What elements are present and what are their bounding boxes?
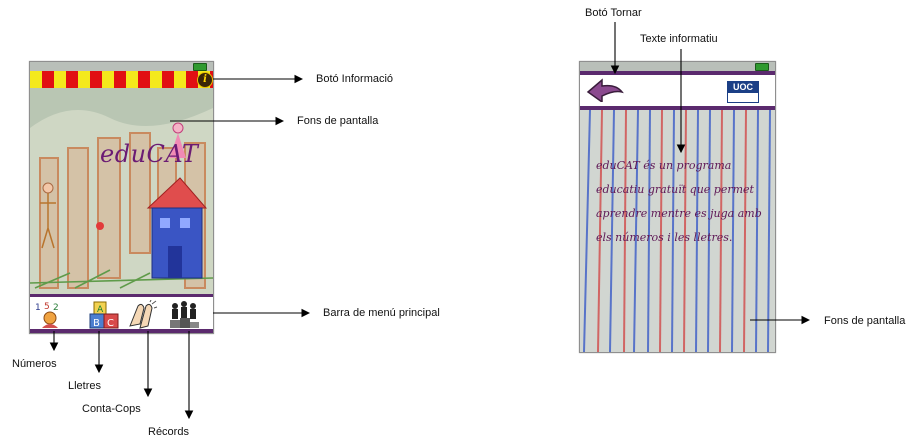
- label-numeros: Números: [12, 358, 57, 370]
- numbers-icon[interactable]: 1 5 2: [34, 300, 66, 330]
- label-lletres: Lletres: [68, 380, 102, 392]
- svg-text:B: B: [93, 318, 100, 329]
- info-button[interactable]: i: [197, 72, 213, 88]
- battery-icon: [193, 63, 207, 71]
- letters-icon[interactable]: A B C: [88, 300, 120, 330]
- label-boto-informacio: Botó Informació: [316, 73, 394, 85]
- info-top-bar: UOC: [580, 71, 775, 110]
- label-texte-informatiu: Texte informatiu: [640, 33, 718, 45]
- battery-icon: [755, 63, 769, 71]
- label-boto-tornar: Botó Tornar: [585, 7, 642, 19]
- main-menu-bar: 1 5 2 A B C: [30, 294, 213, 333]
- label-conta-cops: Conta-Cops: [82, 403, 141, 415]
- label-records: Récords: [148, 426, 189, 438]
- records-icon[interactable]: [168, 300, 200, 330]
- status-bar: [580, 62, 775, 71]
- back-button[interactable]: [586, 78, 626, 102]
- uoc-logo: UOC: [727, 81, 759, 103]
- clap-icon[interactable]: [126, 300, 158, 330]
- home-background-drawing: [30, 88, 213, 294]
- app-screen-home: i eduCAT 1 5 2: [29, 61, 214, 334]
- info-background-drawing: [580, 110, 775, 352]
- info-text: eduCAT és un programa educatiu gratuït q…: [596, 159, 762, 244]
- svg-text:1: 1: [35, 303, 41, 313]
- svg-text:C: C: [107, 318, 114, 329]
- status-bar: [30, 62, 213, 71]
- svg-text:5: 5: [44, 302, 50, 312]
- svg-text:2: 2: [53, 303, 59, 313]
- label-fons-pantalla-right: Fons de pantalla: [824, 315, 906, 327]
- label-barra-menu: Barra de menú principal: [323, 307, 440, 319]
- app-title: eduCAT: [100, 140, 199, 168]
- checkered-header: [30, 71, 213, 88]
- svg-text:A: A: [97, 305, 104, 315]
- app-screen-info: UOC eduCAT és un programa educatiu gratu…: [579, 61, 776, 353]
- label-fons-pantalla-left: Fons de pantalla: [297, 115, 379, 127]
